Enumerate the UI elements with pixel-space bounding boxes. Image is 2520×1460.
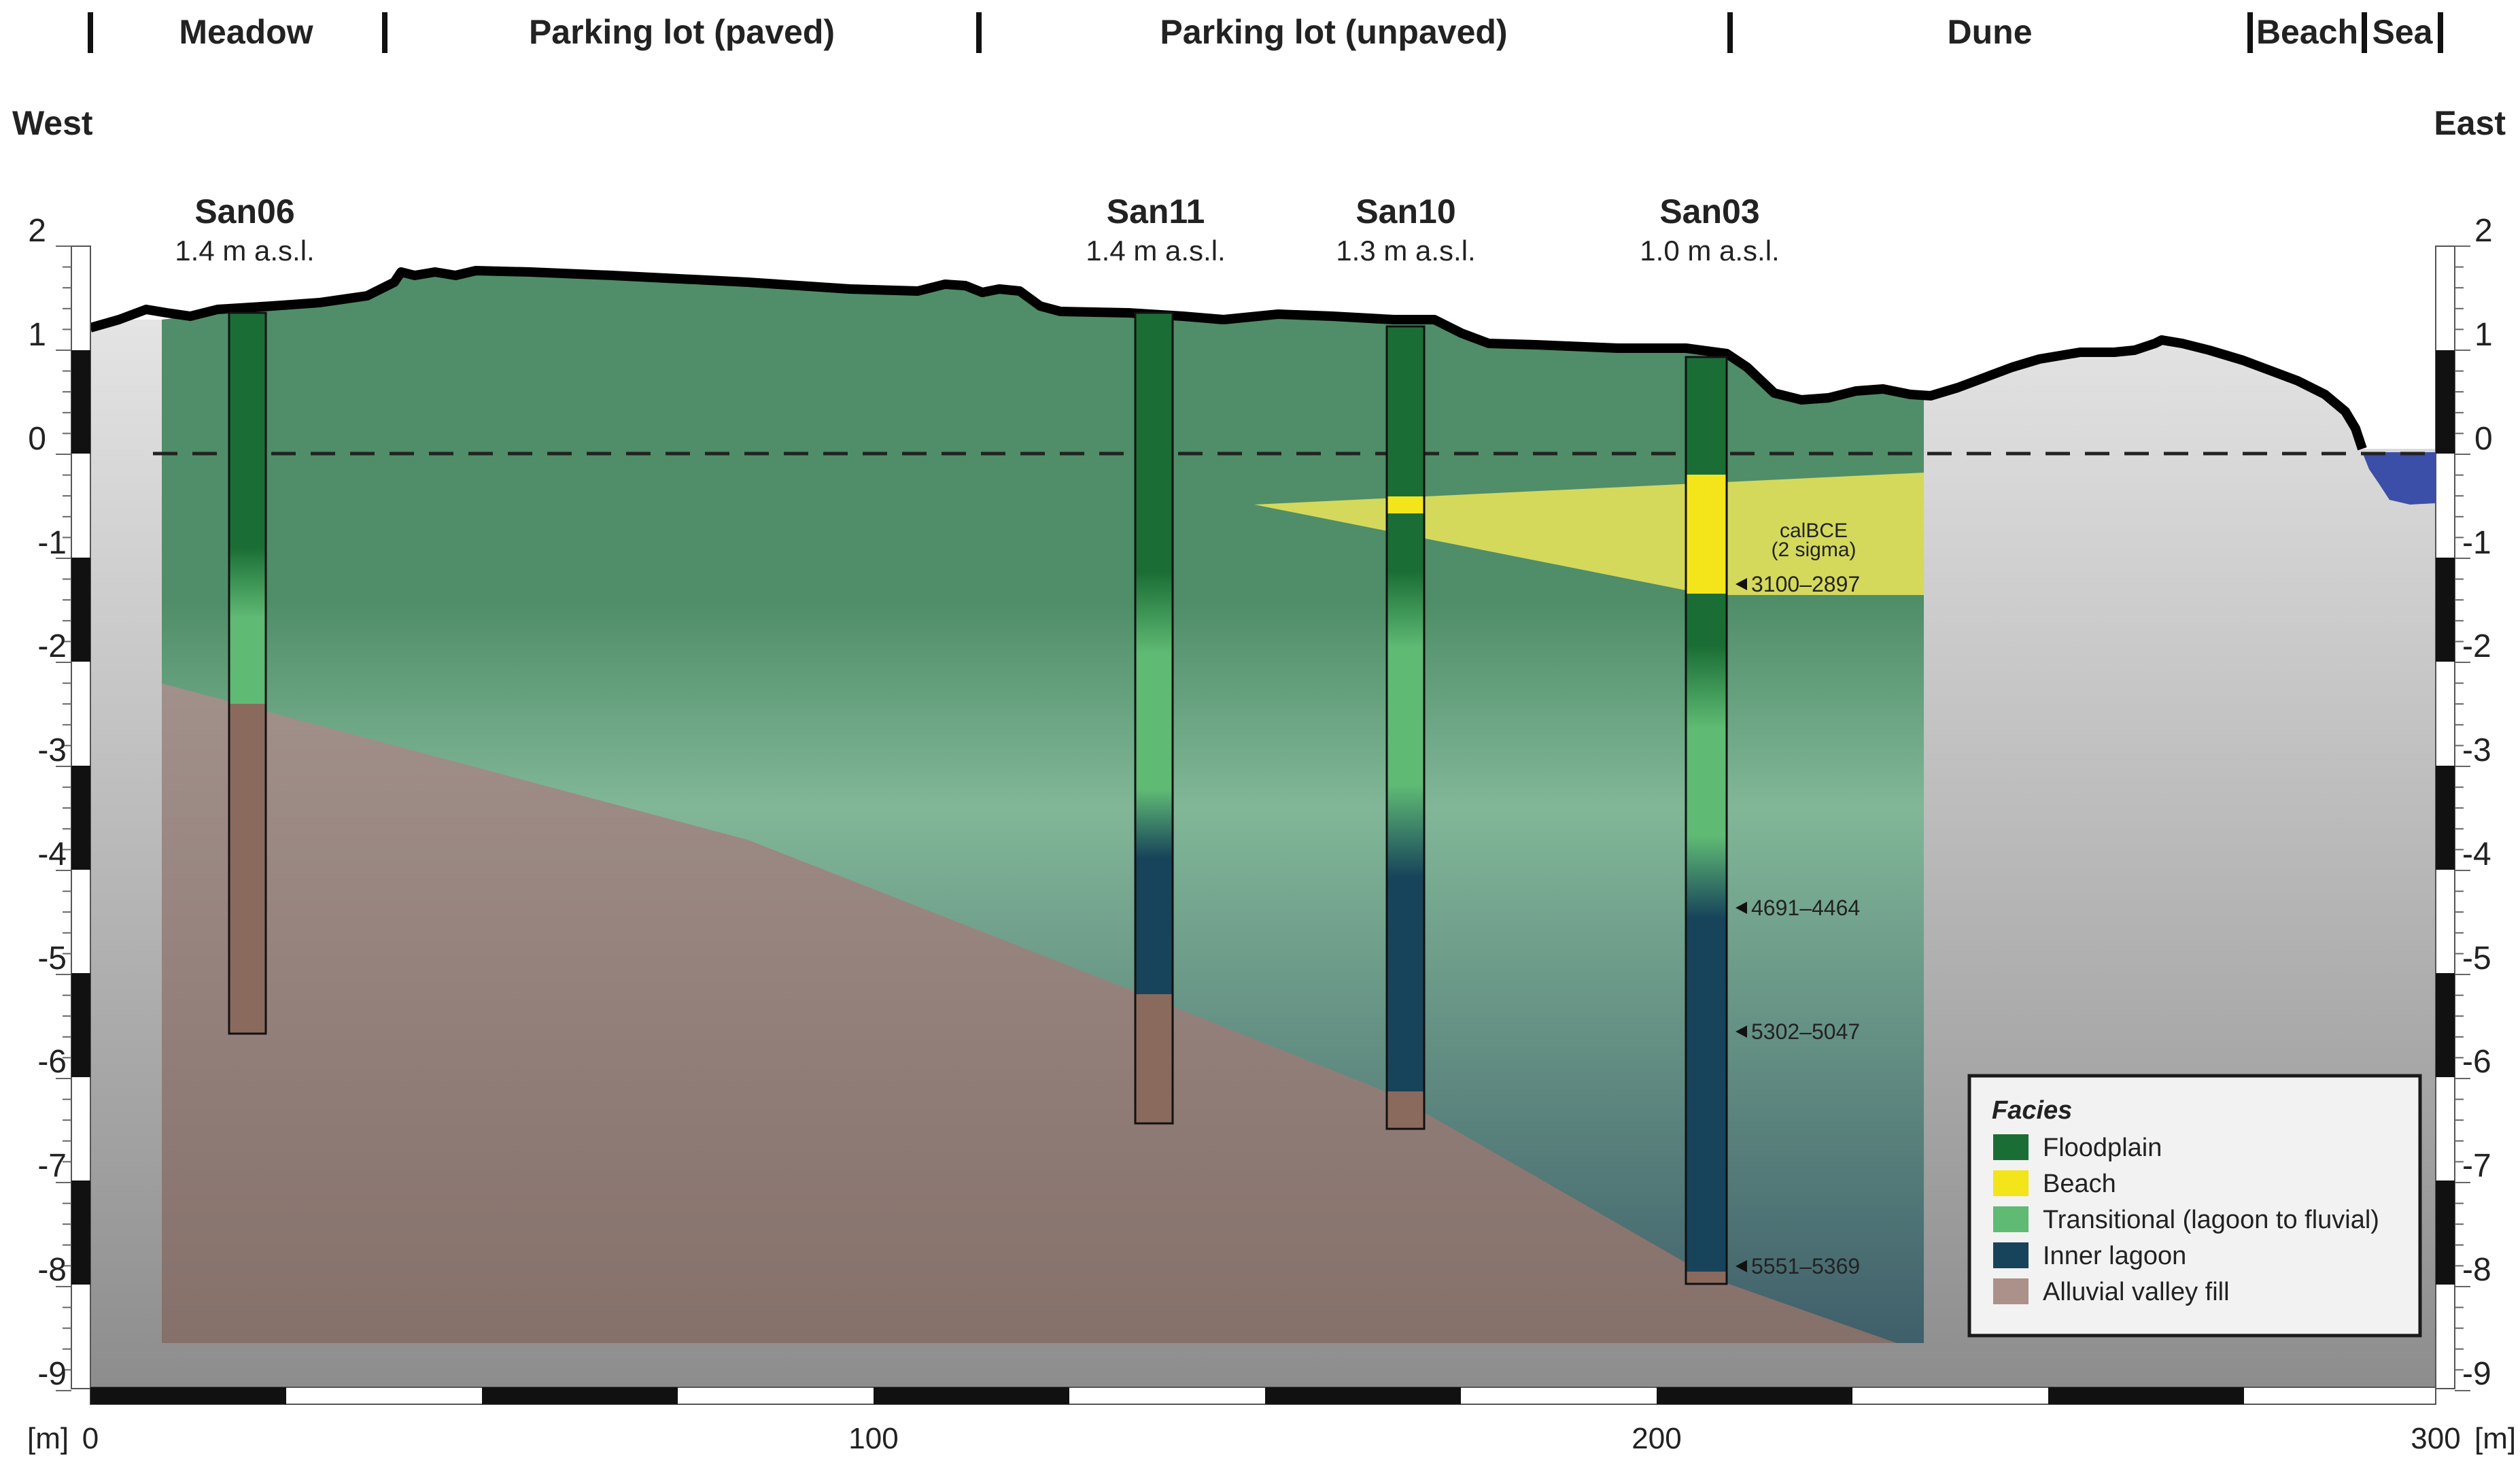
left-minor-ticks <box>56 245 71 1391</box>
sky-mask <box>90 204 2436 449</box>
x-scale-bar <box>90 1387 2436 1405</box>
y-tick-label: 1 <box>2474 317 2493 353</box>
y-tick-label: -4 <box>37 836 67 872</box>
y-tick-label: -2 <box>2462 628 2491 664</box>
calibration-note-line1: calBCE <box>1780 520 1848 542</box>
date-label: 5551–5369 <box>1751 1254 1860 1278</box>
core-name-san10: San10 <box>1356 192 1455 231</box>
x-tick-label: 0 <box>82 1422 99 1455</box>
y-tick-label: -6 <box>2462 1044 2491 1080</box>
core-name-san11: San11 <box>1107 192 1205 231</box>
y-tick-label: -9 <box>37 1356 67 1392</box>
legend-label-beach: Beach <box>2043 1170 2116 1198</box>
direction-east: East <box>2434 104 2506 142</box>
y-tick-label: -5 <box>37 940 67 977</box>
zone-label-parking-unpaved: Parking lot (unpaved) <box>1160 13 1507 51</box>
zone-label-parking-paved: Parking lot (paved) <box>529 13 835 51</box>
date-label: 4691–4464 <box>1751 896 1860 920</box>
core-san06 <box>228 311 267 1035</box>
date-marker: 3100–2897 <box>1736 572 1860 596</box>
y-tick-label: -1 <box>37 525 67 561</box>
y-tick-label: -7 <box>37 1148 67 1184</box>
legend-swatch-beach <box>1993 1170 2029 1196</box>
y-tick-label: 2 <box>2474 213 2493 249</box>
legend-label-transitional: Transitional (lagoon to fluvial) <box>2043 1206 2379 1234</box>
x-axis-unit: [m] <box>27 1422 69 1455</box>
legend-label-alluvial: Alluvial valley fill <box>2043 1278 2230 1306</box>
legend-swatch-transitional <box>1993 1206 2029 1232</box>
y-tick-label: -5 <box>2462 940 2491 977</box>
legend-title: Facies <box>1992 1096 2072 1125</box>
y-tick-label: -4 <box>2462 836 2491 872</box>
date-marker: 5551–5369 <box>1736 1254 1860 1278</box>
y-tick-label: -9 <box>2462 1356 2491 1392</box>
core-name-san06: San06 <box>194 192 294 231</box>
ground-surface <box>89 266 2367 451</box>
y-axis-right-labels: 2 1 0 -1 -2 -3 -4 -5 -6 -7 -8 -9 <box>2462 213 2493 1392</box>
y-tick-label: -7 <box>2462 1148 2491 1184</box>
zone-label-beach: Beach <box>2256 13 2358 51</box>
legend-swatch-alluvial <box>1993 1278 2029 1304</box>
zone-label-sea: Sea <box>2372 13 2434 51</box>
sea-water <box>2362 452 2436 505</box>
calibration-note-line2: (2 sigma) <box>1771 539 1856 561</box>
y-tick-label: -3 <box>37 732 67 768</box>
core-san11 <box>1134 311 1174 1125</box>
x-tick-label: 100 <box>848 1422 898 1455</box>
zone-label-dune: Dune <box>1948 13 2033 51</box>
core-elevation-san06: 1.4 m a.s.l. <box>175 235 314 267</box>
y-tick-label: -2 <box>37 628 67 664</box>
core-san03 <box>1685 356 1728 1285</box>
zone-dividers <box>88 12 2443 53</box>
y-tick-label: -8 <box>2462 1252 2491 1288</box>
y-tick-label: 0 <box>28 421 46 457</box>
zone-label-meadow: Meadow <box>179 13 313 51</box>
core-name-san03: San03 <box>1659 192 1759 231</box>
legend-label-floodplain: Floodplain <box>2043 1134 2162 1162</box>
right-scale-bar <box>2435 245 2455 1389</box>
y-tick-label: -8 <box>37 1252 67 1288</box>
date-marker: 5302–5047 <box>1736 1019 1860 1044</box>
legend-swatch-inner-lagoon <box>1993 1242 2029 1268</box>
core-elevation-san11: 1.4 m a.s.l. <box>1086 235 1225 267</box>
y-axis-left-labels: 2 1 0 -1 -2 -3 -4 -5 -6 -7 -8 -9 <box>28 213 67 1392</box>
direction-west: West <box>12 104 93 142</box>
y-tick-label: 2 <box>28 213 46 249</box>
core-elevation-san10: 1.3 m a.s.l. <box>1336 235 1475 267</box>
date-label: 5302–5047 <box>1751 1019 1860 1044</box>
x-tick-label: 300 <box>2411 1422 2460 1455</box>
x-tick-label: 200 <box>1632 1422 1681 1455</box>
y-tick-label: 1 <box>28 317 46 353</box>
y-tick-label: 0 <box>2474 421 2493 457</box>
right-minor-ticks <box>2455 245 2470 1391</box>
legend-swatch-floodplain <box>1993 1134 2029 1160</box>
y-tick-label: -3 <box>2462 732 2491 768</box>
facies-legend: Facies Floodplain Beach Transitional (la… <box>1967 1074 2422 1338</box>
y-tick-label: -6 <box>37 1044 67 1080</box>
date-marker: 4691–4464 <box>1736 896 1860 920</box>
legend-label-inner-lagoon: Inner lagoon <box>2043 1242 2186 1270</box>
x-axis-unit: [m] <box>2474 1422 2516 1455</box>
y-tick-label: -1 <box>2462 525 2491 561</box>
alluvial-fill <box>162 683 1897 1343</box>
left-scale-bar <box>71 245 91 1389</box>
date-label: 3100–2897 <box>1751 572 1860 596</box>
core-san10 <box>1385 325 1426 1130</box>
core-elevation-san03: 1.0 m a.s.l. <box>1640 235 1779 267</box>
